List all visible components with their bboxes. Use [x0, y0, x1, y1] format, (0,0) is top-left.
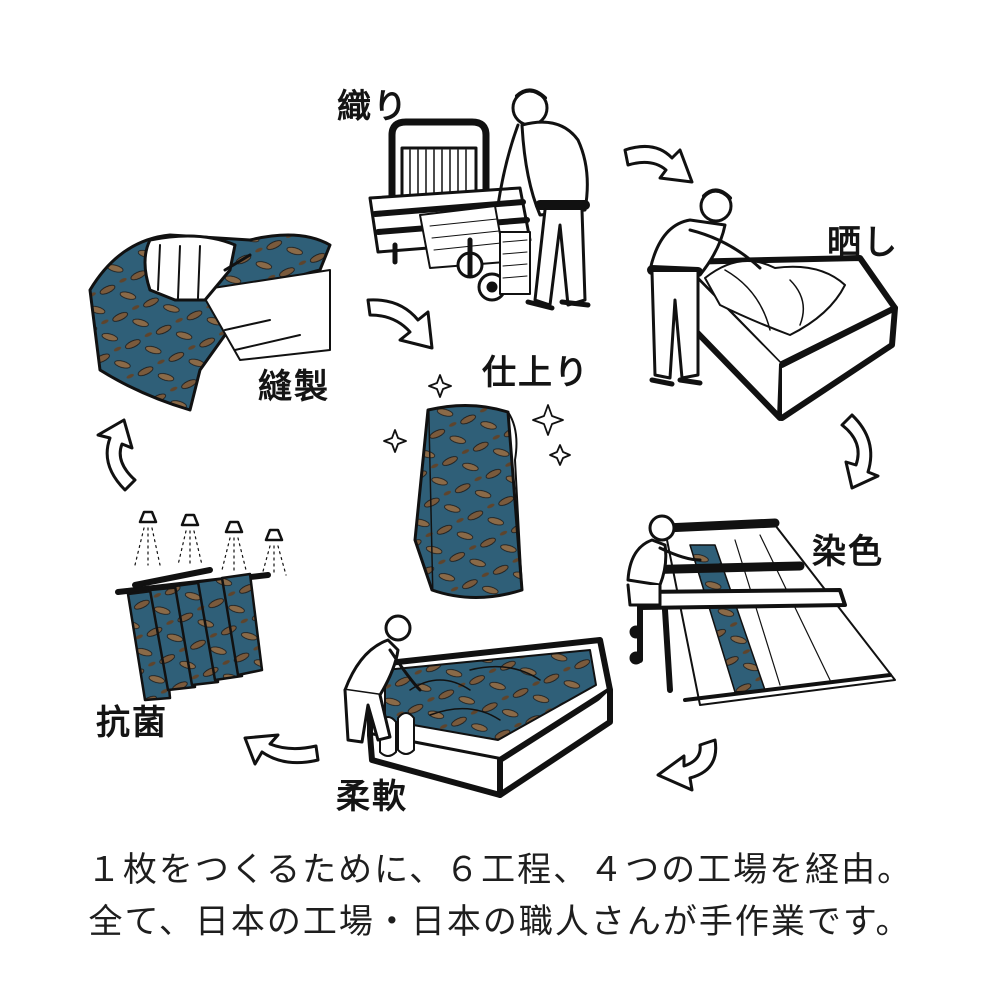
bleaching-illustration: [647, 188, 898, 421]
arrow-softening-to-antibacterial: [243, 733, 320, 766]
step-label-dyeing: 染色: [812, 532, 884, 572]
arrow-weaving-to-bleaching: [623, 144, 694, 184]
flow-arrows: [96, 144, 880, 792]
arrow-dyeing-to-softening: [656, 738, 718, 792]
step-label-finishing: 仕上り: [482, 353, 590, 393]
softening-illustration: [343, 614, 613, 798]
arrow-bleaching-to-dyeing: [840, 413, 880, 490]
finished-illustration: [383, 374, 571, 599]
caption-line-1: １枚をつくるために、６工程、４つの工場を経由。: [86, 850, 914, 890]
caption-line-2: 全て、日本の工場・日本の職人さんが手作業です。: [88, 902, 912, 942]
step-label-bleaching: 晒し: [827, 223, 899, 263]
step-label-antibacterial: 抗菌: [96, 703, 168, 743]
step-label-softening: 柔軟: [336, 777, 408, 817]
weaving-illustration: [368, 88, 591, 311]
step-label-weaving: 織り: [337, 87, 409, 127]
step-label-sewing: 縫製: [258, 367, 330, 407]
arrow-antibacterial-to-sewing: [96, 418, 137, 492]
dyeing-illustration: [626, 514, 896, 706]
antibacterial-illustration: [115, 510, 287, 702]
sewing-illustration: [88, 233, 332, 412]
arrow-sewing-to-finished: [366, 298, 434, 350]
